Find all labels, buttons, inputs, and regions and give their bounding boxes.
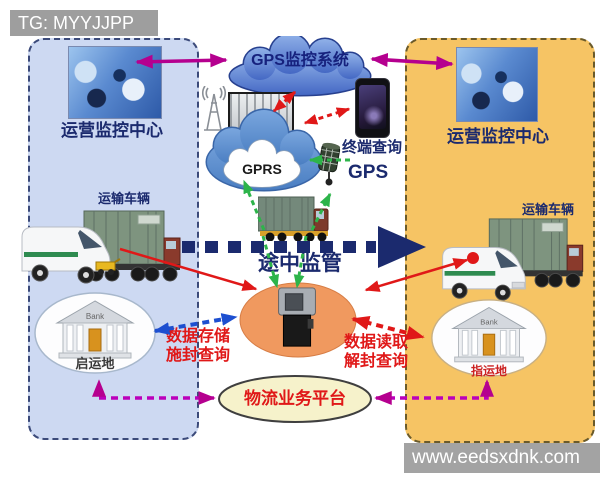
right-container-truck-icon <box>488 218 584 288</box>
store-annotation-line2: 施封查询 <box>166 347 231 364</box>
gprs-cloud: GPRS <box>205 108 323 192</box>
eseal-device-icon <box>278 287 316 347</box>
gps-satellite-icon <box>318 142 341 186</box>
destination-site-label: 指运地 <box>470 364 507 378</box>
right-van-icon <box>442 247 526 301</box>
left-van-icon <box>21 226 111 284</box>
watermark-url: www.eedsxdnk.com <box>404 443 600 473</box>
destination-bank-icon: Bank <box>431 299 547 377</box>
transit-supervision-label: 途中监管 <box>258 252 342 275</box>
platform-label: 物流业务平台 <box>244 389 346 408</box>
origin-site-label: 启运地 <box>75 356 115 371</box>
antenna-icon <box>201 86 227 131</box>
right-vehicle-label: 运输车辆 <box>521 202 574 217</box>
origin-bank-sign: Bank <box>86 312 105 321</box>
right-monitoring-center-label: 运营监控中心 <box>447 127 549 146</box>
origin-bank-icon: Bank <box>34 292 156 374</box>
store-annotation-line1b: 数据存储 <box>166 328 231 345</box>
terminal-query-label: 终端查询 <box>341 139 402 156</box>
left-monitoring-center-label: 运营监控中心 <box>61 121 163 140</box>
platform-ellipse <box>218 375 372 423</box>
gps-system-cloud <box>228 36 372 97</box>
gps-system-cloud-label: GPS监控系统 <box>251 52 349 69</box>
gps-satellite-label: GPS <box>348 162 389 183</box>
gprs-cloud-label: GPRS <box>242 161 282 177</box>
destination-bank-sign: Bank <box>480 318 498 327</box>
left-monitoring-center-photo <box>68 46 162 119</box>
transit-truck-icon <box>258 196 329 241</box>
left-vehicle-label: 运输车辆 <box>97 191 150 206</box>
phone-icon <box>355 78 390 138</box>
pallet-jack-icon <box>95 258 121 275</box>
watermark-tag: TG: MYYJJPP <box>10 10 158 36</box>
right-monitoring-center-photo <box>456 47 538 122</box>
read-annotation-line2: 解封查询 <box>344 353 409 370</box>
store-annotation: 数据存储 <box>166 327 262 346</box>
